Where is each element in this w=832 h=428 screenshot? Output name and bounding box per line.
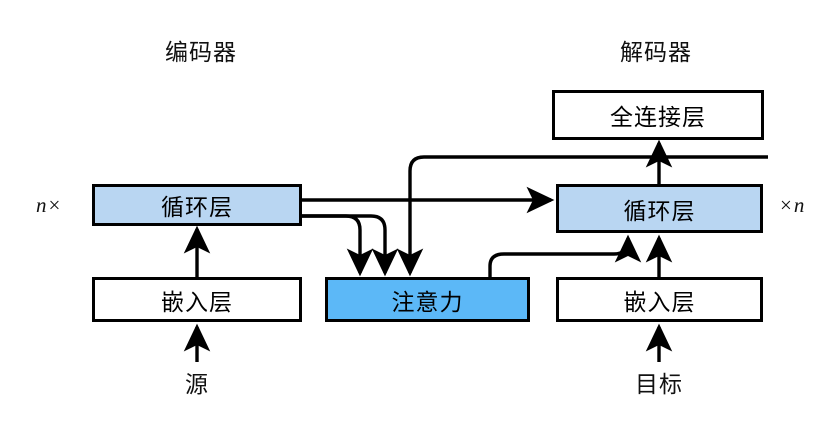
decoder-embedding-layer-label: 嵌入层 (623, 288, 696, 315)
encoder-recurrent-layer-box[interactable]: 循环层 (92, 184, 302, 226)
encoder-repeat-n: n (36, 193, 47, 217)
attention-box[interactable]: 注意力 (325, 277, 530, 322)
encoder-group-label: 编码器 (165, 39, 237, 65)
target-input-label: 目标 (635, 371, 683, 397)
encoder-repeat-times: × (48, 193, 61, 217)
decoder-recurrent-layer-box[interactable]: 循环层 (556, 184, 763, 233)
decoder-repeat-count-label: ×n (778, 193, 804, 218)
source-input-label: 源 (185, 371, 209, 397)
wire-encoder-recurrent-to-attention-1 (302, 214, 374, 277)
wire-attention-to-decoder-recurrent (488, 234, 642, 277)
decoder-embedding-layer-box[interactable]: 嵌入层 (556, 277, 763, 322)
decoder-repeat-times: × (780, 193, 792, 217)
decoder-group-label: 解码器 (620, 39, 692, 65)
encoder-recurrent-layer-label: 循环层 (161, 194, 233, 220)
decoder-dense-layer-label: 全连接层 (610, 104, 706, 130)
encoder-repeat-count-label: n× (36, 193, 62, 218)
decoder-recurrent-layer-label: 循环层 (623, 197, 696, 224)
decoder-dense-layer-box[interactable]: 全连接层 (552, 90, 764, 140)
decoder-repeat-n: n (793, 193, 805, 217)
encoder-embedding-layer-label: 嵌入层 (161, 288, 233, 315)
wire-encoder-recurrent-to-attention-2 (302, 214, 399, 277)
encoder-embedding-layer-box[interactable]: 嵌入层 (92, 277, 302, 322)
attention-label: 注意力 (391, 288, 464, 315)
